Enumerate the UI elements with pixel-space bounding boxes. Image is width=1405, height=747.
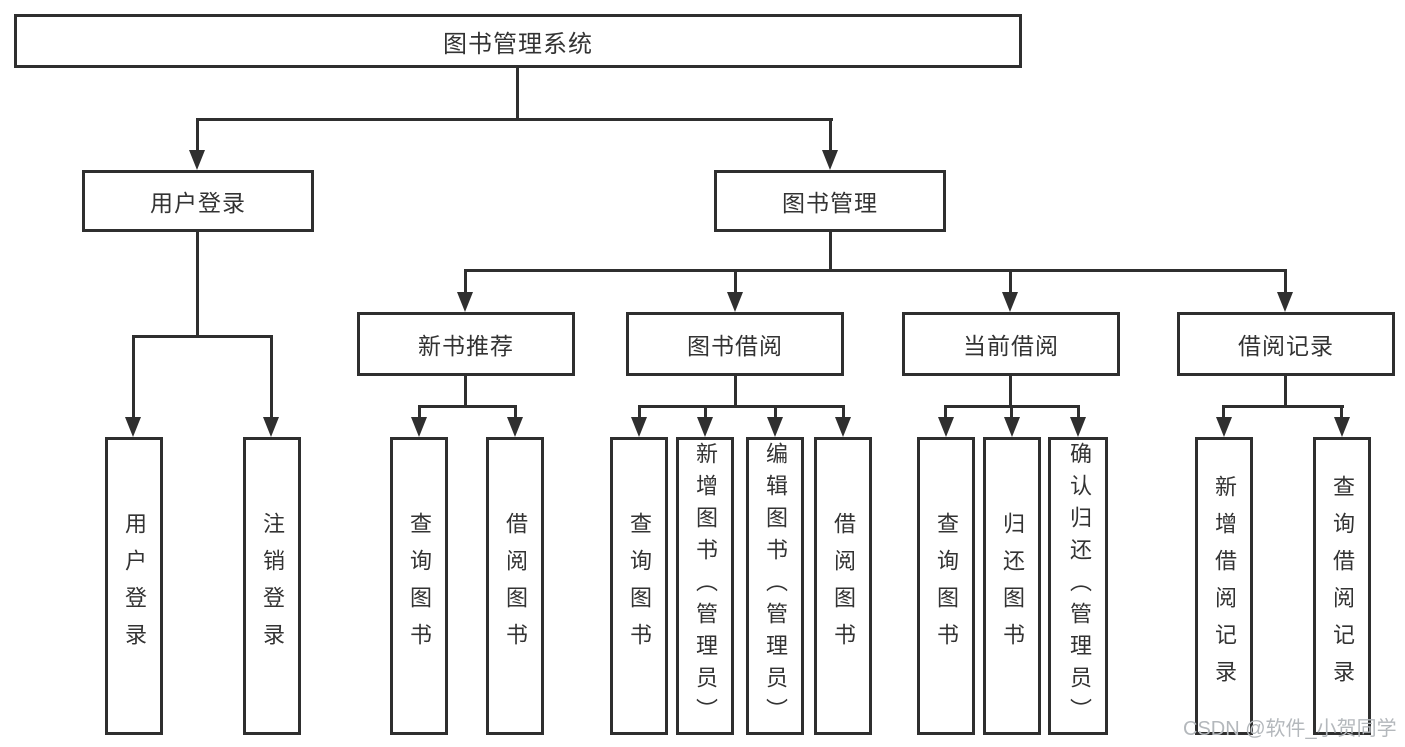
node-book-borrowing: 图书借阅 bbox=[626, 312, 844, 376]
node-book-management: 图书管理 bbox=[714, 170, 946, 232]
arrow-down-icon bbox=[1070, 417, 1086, 437]
connector-line bbox=[1009, 374, 1012, 407]
connector-line bbox=[1340, 405, 1343, 419]
connector-line bbox=[842, 405, 845, 419]
connector-line bbox=[132, 335, 273, 338]
arrow-down-icon bbox=[1004, 417, 1020, 437]
node-borrowing-records: 借阅记录 bbox=[1177, 312, 1395, 376]
csdn-watermark: CSDN @软件_小贺同学 bbox=[1183, 718, 1397, 740]
node-leaf-logout: 注销登录 bbox=[243, 437, 301, 735]
connector-line bbox=[1222, 405, 1344, 408]
connector-line bbox=[516, 68, 519, 120]
arrow-down-icon bbox=[263, 417, 279, 437]
node-library-management-system: 图书管理系统 bbox=[14, 14, 1022, 68]
node-new-book-recommendation: 新书推荐 bbox=[357, 312, 575, 376]
connector-line bbox=[418, 405, 517, 408]
arrow-down-icon bbox=[767, 417, 783, 437]
connector-line bbox=[196, 232, 199, 337]
arrow-down-icon bbox=[1002, 292, 1018, 312]
connector-line bbox=[514, 405, 517, 419]
node-current-borrowing: 当前借阅 bbox=[902, 312, 1120, 376]
connector-line bbox=[1222, 405, 1225, 419]
connector-line bbox=[1284, 269, 1287, 295]
connector-line bbox=[638, 405, 845, 408]
connector-line bbox=[829, 118, 832, 152]
arrow-down-icon bbox=[822, 150, 838, 170]
connector-line bbox=[464, 269, 467, 295]
node-leaf-query-books: 查询图书 bbox=[610, 437, 668, 735]
connector-line bbox=[132, 335, 135, 419]
connector-line bbox=[196, 118, 199, 152]
node-leaf-user-login: 用户登录 bbox=[105, 437, 163, 735]
arrow-down-icon bbox=[189, 150, 205, 170]
arrow-down-icon bbox=[938, 417, 954, 437]
arrow-down-icon bbox=[125, 417, 141, 437]
connector-line bbox=[1010, 405, 1013, 419]
arrow-down-icon bbox=[457, 292, 473, 312]
connector-line bbox=[638, 405, 641, 419]
node-leaf-return-books: 归还图书 bbox=[983, 437, 1041, 735]
arrow-down-icon bbox=[835, 417, 851, 437]
arrow-down-icon bbox=[1334, 417, 1350, 437]
node-leaf-confirm-return-admin: 确认归还（管理员） bbox=[1048, 437, 1108, 735]
arrow-down-icon bbox=[631, 417, 647, 437]
arrow-down-icon bbox=[727, 292, 743, 312]
arrow-down-icon bbox=[507, 417, 523, 437]
node-leaf-edit-books-admin: 编辑图书（管理员） bbox=[746, 437, 804, 735]
arrow-down-icon bbox=[1216, 417, 1232, 437]
node-leaf-borrow-books: 借阅图书 bbox=[814, 437, 872, 735]
node-leaf-query-borrow-record: 查询借阅记录 bbox=[1313, 437, 1371, 735]
connector-line bbox=[270, 335, 273, 419]
arrow-down-icon bbox=[411, 417, 427, 437]
node-leaf-add-books-admin: 新增图书（管理员） bbox=[676, 437, 734, 735]
connector-line bbox=[829, 232, 832, 272]
node-leaf-query-books: 查询图书 bbox=[390, 437, 448, 735]
connector-line bbox=[1077, 405, 1080, 419]
arrow-down-icon bbox=[697, 417, 713, 437]
node-leaf-query-books: 查询图书 bbox=[917, 437, 975, 735]
connector-line bbox=[774, 405, 777, 419]
connector-line bbox=[196, 118, 833, 121]
node-user-login: 用户登录 bbox=[82, 170, 314, 232]
connector-line bbox=[944, 405, 947, 419]
connector-line bbox=[734, 374, 737, 407]
connector-line bbox=[418, 405, 421, 419]
arrow-down-icon bbox=[1277, 292, 1293, 312]
connector-line bbox=[1009, 269, 1012, 295]
node-leaf-add-borrow-record: 新增借阅记录 bbox=[1195, 437, 1253, 735]
connector-line bbox=[464, 269, 1287, 272]
connector-line bbox=[734, 269, 737, 295]
connector-line bbox=[464, 374, 467, 407]
node-leaf-borrow-books: 借阅图书 bbox=[486, 437, 544, 735]
connector-line bbox=[1284, 374, 1287, 407]
connector-line bbox=[704, 405, 707, 419]
